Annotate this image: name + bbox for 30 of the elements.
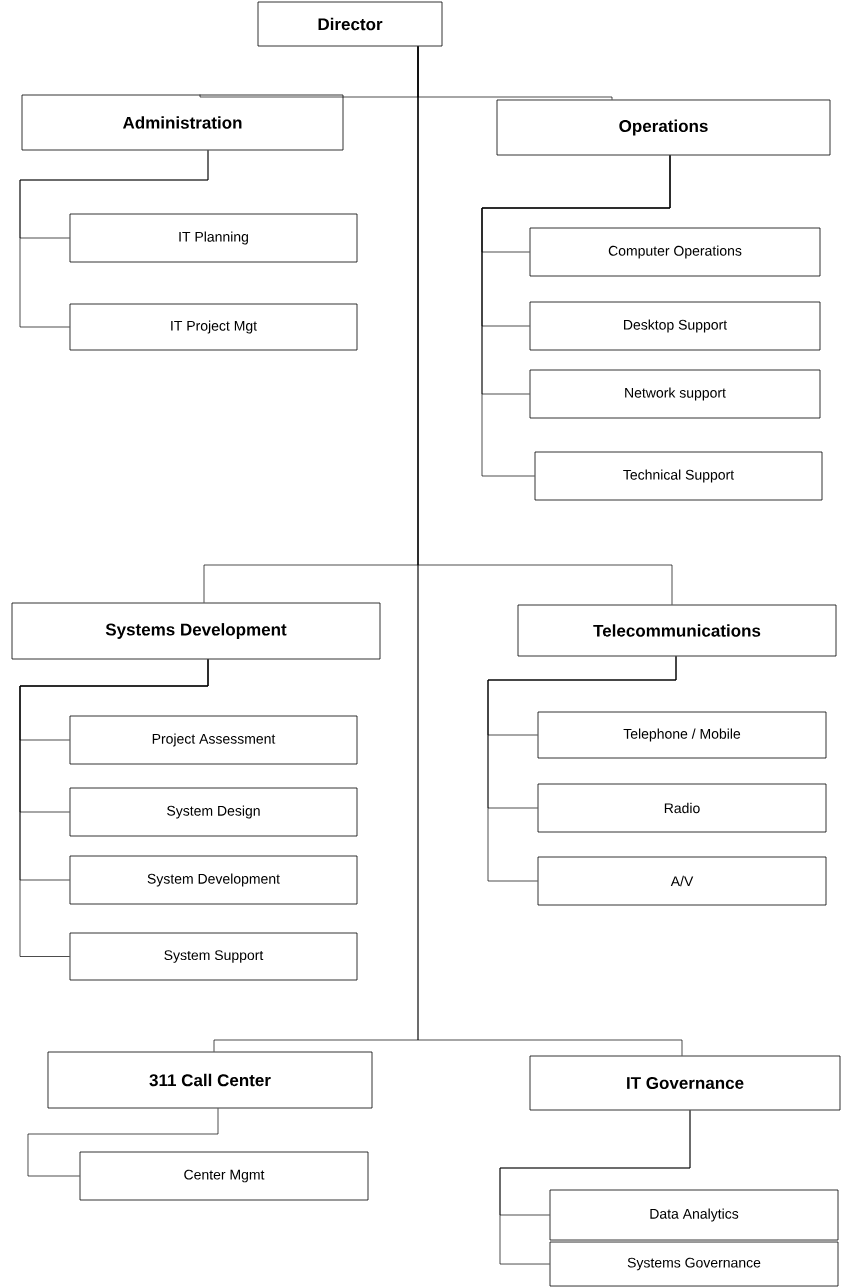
- unit-box: Telephone / Mobile: [537, 711, 827, 759]
- connector-line: [487, 656, 677, 882]
- unit-box: System Design: [69, 787, 358, 837]
- department-box: Systems Development: [11, 602, 381, 660]
- connector-line: [481, 155, 671, 477]
- unit-box: System Development: [69, 855, 358, 905]
- unit-box: Data Analytics: [549, 1189, 839, 1241]
- unit-box: System Support: [69, 932, 358, 981]
- connector-line: [417, 46, 683, 1056]
- unit-box: A/V: [537, 856, 827, 906]
- connector-line: [27, 1108, 219, 1177]
- connector-line: [19, 150, 209, 328]
- unit-box: Center Mgmt: [79, 1151, 369, 1201]
- unit-box: Technical Support: [534, 451, 823, 501]
- unit-box: Network support: [529, 369, 821, 419]
- unit-box: Desktop Support: [529, 301, 821, 351]
- connector-line: [499, 1110, 691, 1265]
- unit-box: Project Assessment: [69, 715, 358, 765]
- department-box: Telecommunications: [517, 604, 837, 657]
- unit-box: Radio: [537, 783, 827, 833]
- unit-box: Computer Operations: [529, 227, 821, 277]
- unit-box: IT Planning: [69, 213, 358, 263]
- unit-box: IT Project Mgt: [69, 303, 358, 351]
- department-box: Administration: [21, 94, 344, 151]
- unit-box: Systems Governance: [549, 1241, 839, 1287]
- department-box: Director: [257, 1, 443, 47]
- department-box: 311 Call Center: [47, 1051, 373, 1109]
- department-box: IT Governance: [529, 1055, 841, 1111]
- department-box: Operations: [496, 99, 831, 156]
- connector-line: [19, 659, 209, 957]
